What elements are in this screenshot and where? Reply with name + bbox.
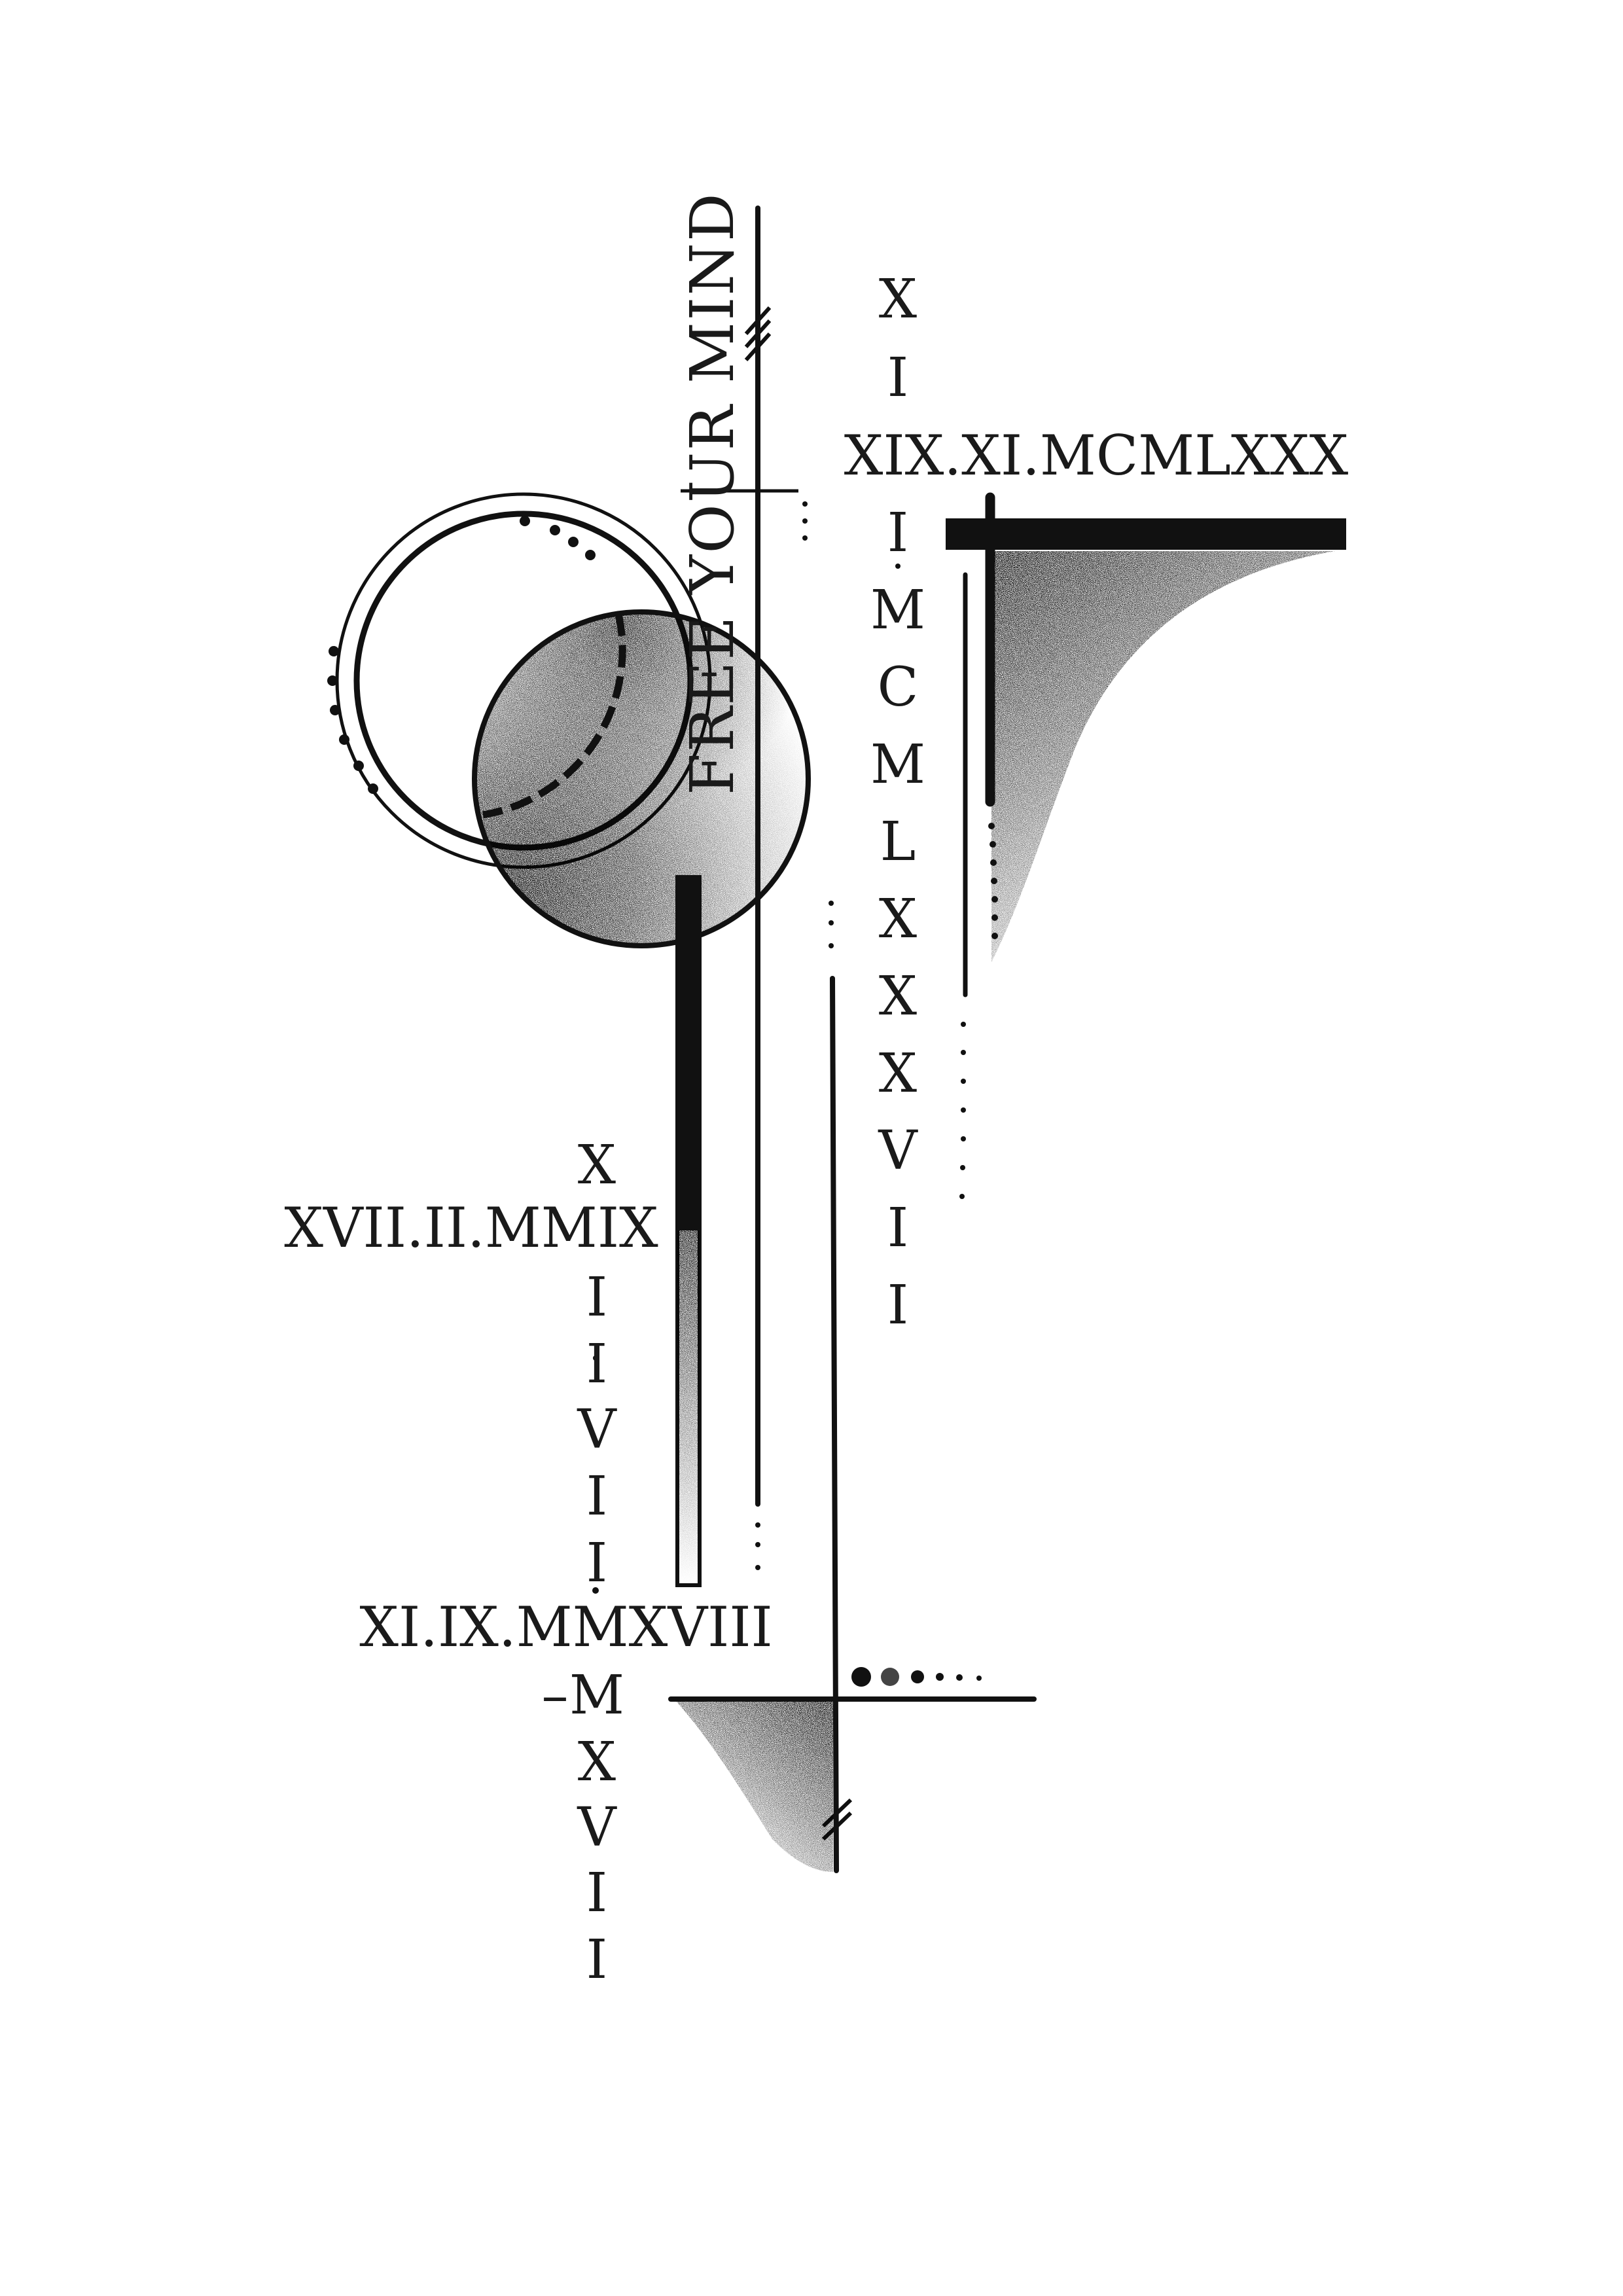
col-top-letter: L [880, 811, 916, 873]
main-vertical-line [744, 206, 772, 1507]
col-top-letter: X [879, 965, 917, 1028]
col-left-letter: I [586, 1532, 607, 1594]
shaded-circle [472, 609, 811, 948]
bottom-dots [851, 1667, 982, 1687]
motto-text: FREE YOUR MIND [677, 192, 747, 795]
col-top-letter: I [887, 502, 908, 564]
dotted-trails [592, 501, 901, 1594]
col-top-letter: X [879, 888, 917, 950]
col-top-letter: V [878, 1120, 918, 1182]
col-left-letter: I [586, 1266, 607, 1329]
col-top-letter: I [887, 1274, 908, 1336]
top-date-line: XIX.XI.MCMLXXX [844, 423, 1349, 488]
bottom-date-prefix-mark: – [542, 1664, 569, 1727]
col-top-letter: I [887, 347, 908, 409]
col-top-letter: M [870, 734, 925, 796]
left-tall-bar [675, 875, 702, 1587]
ring-beads [327, 516, 596, 794]
mid-right-vertical-line [959, 572, 968, 1199]
col-top-letter: X [879, 1043, 917, 1105]
col-left-letter: I [586, 1465, 607, 1528]
col-top-letter: C [878, 656, 919, 719]
top-right-vertical-bar [985, 492, 998, 939]
col-top-letter: I [887, 1197, 908, 1259]
bottom-date-column: MXVII [569, 1664, 624, 1991]
bottom-shading [674, 1699, 833, 1872]
col-bottom-letter: V [577, 1797, 617, 1859]
col-bottom-letter: I [586, 1862, 607, 1924]
col-left-letter: X [578, 1134, 616, 1196]
top-right-shading [991, 551, 1335, 962]
col-left-letter: V [577, 1399, 617, 1461]
col-top-letter: M [870, 579, 925, 641]
top-right-horizontal-bar [946, 518, 1346, 550]
col-bottom-letter: M [569, 1664, 624, 1727]
col-bottom-letter: I [586, 1929, 607, 1991]
bottom-date-line: XI.IX.MMXVIII [359, 1595, 772, 1659]
left-date-line: XVII.II.MMIX [284, 1196, 658, 1260]
dashed-overlap-arc [482, 613, 626, 819]
col-left-letter: I [586, 1333, 607, 1395]
col-top-letter: X [879, 268, 917, 331]
col-bottom-letter: X [578, 1731, 616, 1793]
